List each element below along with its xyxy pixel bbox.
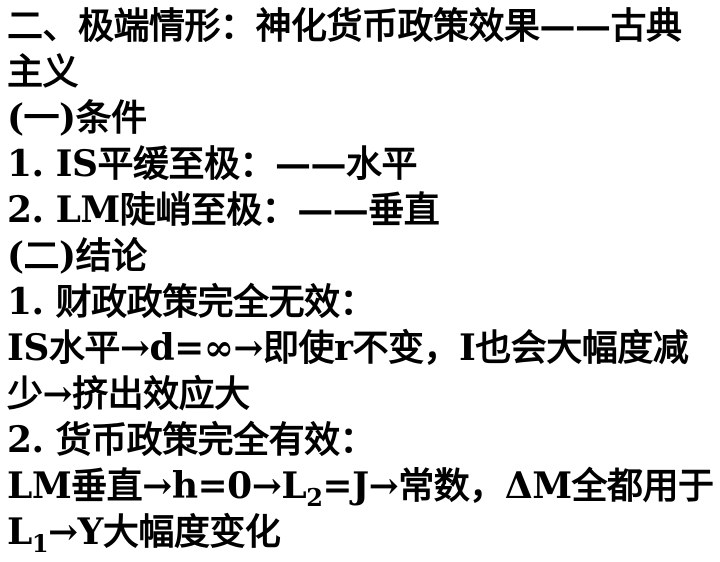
section-heading-continuation: 主义 <box>7 51 79 93</box>
fiscal-policy-explanation: IS水平→d=∞→即使r不变，I也会大幅度减 <box>7 327 689 369</box>
fiscal-policy-explanation-continuation: 少→挤出效应大 <box>7 373 250 415</box>
conclusion-monetary-policy: 2. 货币政策完全有效： <box>7 419 376 461</box>
monetary-policy-explanation: LM垂直→h=0→L2=J→常数，ΔM全都用于 <box>7 463 714 512</box>
monetary-explanation-text-b: =J→常数，ΔM全都用于 <box>322 465 714 507</box>
monetary-policy-explanation-continuation: L1→Y大幅度变化 <box>7 509 281 558</box>
monetary-explanation-text-a: LM垂直→h=0→L <box>7 465 307 507</box>
subheading-conclusion: (二)结论 <box>7 235 147 277</box>
condition-lm-curve: 2. LM陡峭至极：——垂直 <box>7 189 440 231</box>
conclusion-fiscal-policy: 1. 财政政策完全无效： <box>7 281 376 323</box>
section-heading-extreme-case: 二、极端情形：神化货币政策效果——古典 <box>7 5 682 47</box>
subscript-2: 2 <box>306 483 323 512</box>
monetary-continuation-text-b: →Y大幅度变化 <box>48 511 281 553</box>
monetary-continuation-text-a: L <box>7 511 32 553</box>
condition-is-curve: 1. IS平缓至极：——水平 <box>7 143 417 185</box>
subheading-conditions: (一)条件 <box>7 97 147 139</box>
subscript-1: 1 <box>31 529 49 558</box>
